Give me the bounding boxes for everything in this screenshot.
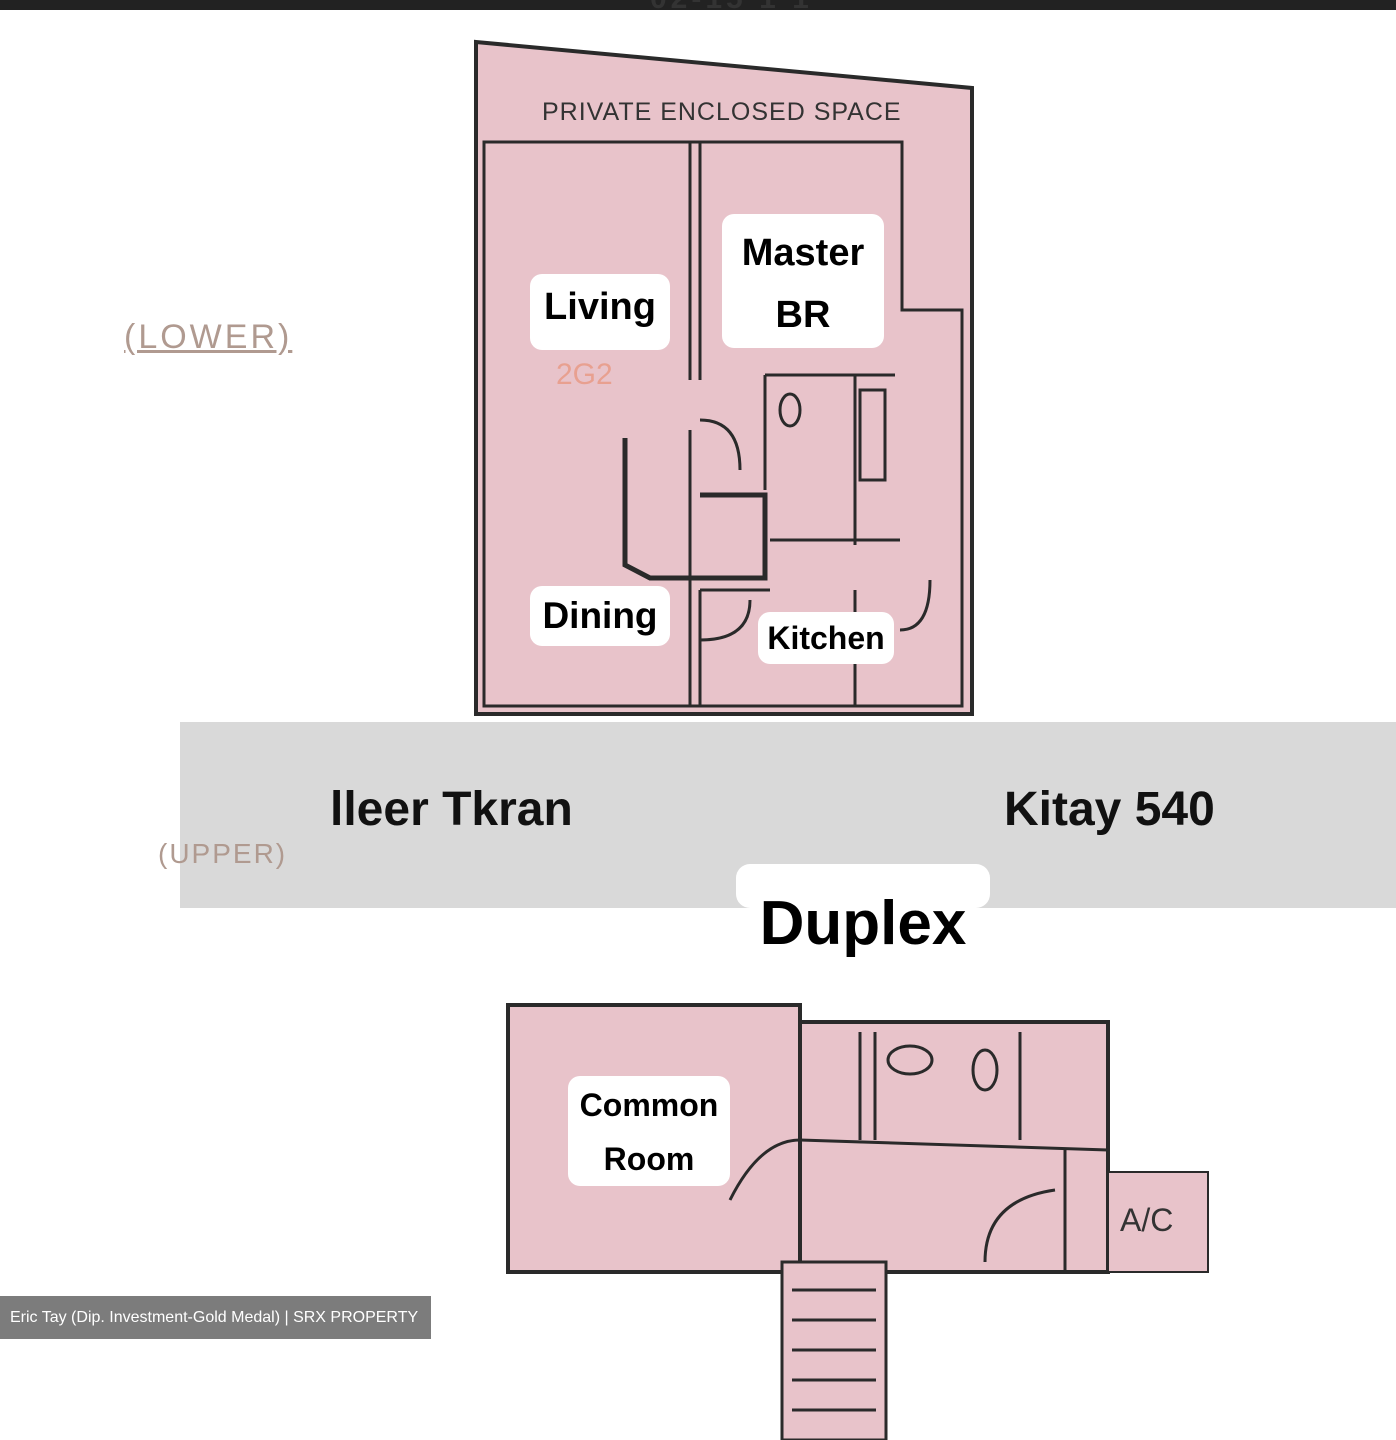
unit-code: 02-15 1 1 <box>650 0 813 16</box>
dining-text: Dining <box>542 595 658 636</box>
room-text: Room <box>603 1141 695 1177</box>
lower-level-label: (LOWER) <box>124 318 293 356</box>
room-label-dining: Dining <box>530 586 670 646</box>
room-label-kitchen: Kitchen <box>758 612 894 664</box>
watermark: Eric Tay (Dip. Investment-Gold Medal) | … <box>0 1296 431 1339</box>
duplex-label: Duplex <box>736 864 990 974</box>
common-text: Common <box>579 1087 719 1123</box>
duplex-label-bg <box>736 864 990 908</box>
room-label-common-room: Common Room <box>568 1076 730 1186</box>
upper-level-label: (UPPER) <box>158 838 288 869</box>
ac-label: A/C <box>1120 1202 1174 1238</box>
band-right-text: Kitay 540 <box>1004 783 1215 836</box>
kitchen-text: Kitchen <box>767 620 885 656</box>
unit-type-code: 2G2 <box>556 358 613 391</box>
ac-ledge <box>1107 1171 1209 1273</box>
master-text: Master <box>741 232 865 274</box>
br-text: BR <box>775 294 831 336</box>
band-left-text: lleer Tkran <box>330 783 573 836</box>
room-label-master-br: Master BR <box>722 214 884 348</box>
living-text: Living <box>544 286 656 328</box>
duplex-text: Duplex <box>759 889 967 958</box>
private-enclosed-space-label: PRIVATE ENCLOSED SPACE <box>542 98 902 126</box>
room-label-living: Living <box>530 274 670 350</box>
top-bar <box>0 0 1396 10</box>
